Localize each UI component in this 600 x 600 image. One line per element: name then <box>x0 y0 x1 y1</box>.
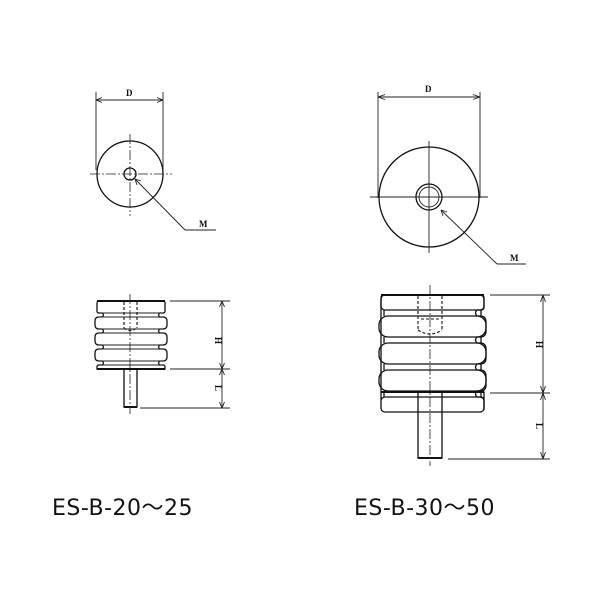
small-thread-label: M <box>199 219 208 229</box>
large-stud-length-label: L <box>534 423 544 429</box>
large-thread-label: M <box>510 253 519 263</box>
small-side-view: H L <box>94 294 230 414</box>
small-diameter-label: D <box>126 88 133 98</box>
small-stud-length-label: L <box>213 385 223 391</box>
large-height-label: H <box>534 341 544 348</box>
large-model-label: ES-B-30～50 <box>354 496 496 521</box>
small-model-label: ES-B-20～25 <box>52 496 194 521</box>
large-top-view: D M <box>370 84 526 265</box>
large-side-view: H L <box>378 285 550 466</box>
small-top-view: D M <box>90 88 216 231</box>
small-height-label: H <box>213 337 223 344</box>
large-diameter-label: D <box>425 84 432 94</box>
